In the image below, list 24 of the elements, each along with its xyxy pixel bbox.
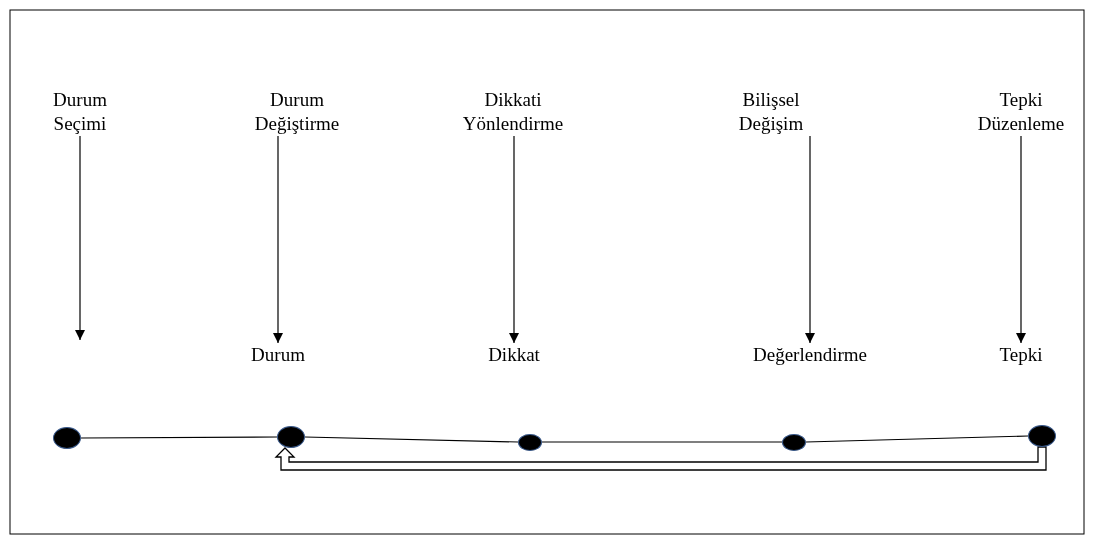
arrow — [273, 135, 283, 344]
arrow — [1016, 135, 1026, 344]
stage-label: Bilişsel Değişim — [711, 88, 831, 136]
stage-label: Dikkati Yönlendirme — [438, 88, 588, 136]
timeline-line — [304, 436, 519, 443]
arrow — [509, 135, 519, 344]
arrow — [805, 135, 815, 344]
stage-label: Durum Değiştirme — [232, 88, 362, 136]
stage-label: Dikkat — [469, 343, 559, 367]
arrow — [75, 135, 85, 341]
stage-label: Tepki — [981, 343, 1061, 367]
timeline-dot — [53, 427, 81, 449]
timeline-dot — [782, 433, 806, 451]
feedback-arrow — [274, 446, 1047, 471]
timeline-line — [541, 441, 783, 443]
stage-label: Değerlendirme — [735, 343, 885, 367]
timeline-dot — [277, 426, 305, 448]
timeline-dot — [1028, 425, 1056, 447]
timeline-line — [805, 435, 1029, 443]
timeline-line — [80, 436, 278, 439]
stage-label: Durum — [233, 343, 323, 367]
stage-label: Durum Seçimi — [40, 88, 120, 136]
stage-label: Tepki Düzenleme — [956, 88, 1086, 136]
timeline-dot — [518, 433, 542, 451]
